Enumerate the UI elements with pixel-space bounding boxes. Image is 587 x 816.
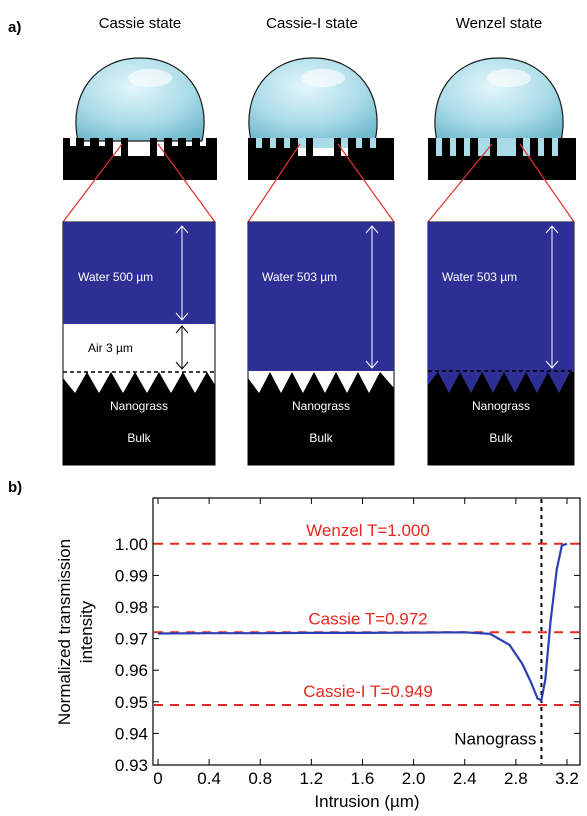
droplet-highlight [487,69,531,87]
reference-line-label: Cassie T=0.972 [308,609,427,628]
x-tick-label: 2.4 [453,769,477,788]
nanograss-label: Nanograss [292,399,350,413]
air-thickness-arrow [175,325,189,370]
water-layer [248,222,394,371]
water-label: Water 503 µm [262,270,337,284]
vertical-marker-label: Nanograss [454,729,536,748]
state-title: Wenzel state [456,15,542,32]
water-thickness-arrow [365,225,379,369]
x-tick-label: 3.2 [555,769,579,788]
x-axis-ticks: 0 0.4 0.8 1.2 1.6 2.0 2.4 2.8 3.2 [153,498,579,788]
y-tick-label: 0.95 [115,693,148,712]
y-tick-label: 0.96 [115,661,148,680]
reference-line-label: Cassie-I T=0.949 [303,682,433,701]
zoom-line-right [519,143,575,223]
nanograss-surface [248,138,394,156]
x-tick-label: 0.8 [248,769,272,788]
y-tick-label: 0.97 [115,630,148,649]
bulk-label: Bulk [489,431,513,445]
water-layer [63,222,215,324]
water-droplet [434,57,564,142]
y-tick-label: 0.98 [115,598,148,617]
zoom-line-left [62,143,123,223]
panel-label-b: b) [8,479,22,496]
droplet-fill-into-gaps [251,138,389,148]
nanograss-surface [63,138,217,156]
cassie-i-state-column: Cassie-I state Water 503 µm Nanograss Bu… [247,15,395,466]
substrate-bulk [428,156,576,180]
substrate-bulk [248,156,394,180]
x-tick-label: 1.6 [351,769,375,788]
y-tick-label: 0.94 [115,724,148,743]
wenzel-state-column: Wenzel state Water 503 µm Nanograss Bulk [427,15,576,466]
water-thickness-arrow [545,225,559,369]
water-droplet [248,57,378,142]
bulk-layer [248,393,394,465]
water-label: Water 500 µm [78,270,153,284]
nanograss-teeth [248,372,394,393]
transmission-chart: 0.93 0.94 0.95 0.96 0.97 0.98 0.99 1.00 0 0.4 0.8… [55,497,581,811]
y-axis-ticks: 0.93 0.94 0.95 0.96 0.97 0.98 0.99 1.00 [115,535,580,775]
air-label: Air 3 µm [88,341,133,355]
bulk-layer [63,393,215,465]
panel-label-a: a) [8,19,21,36]
x-tick-label: 0.4 [197,769,221,788]
x-axis-label: Intrusion (µm) [314,792,419,811]
y-tick-label: 0.99 [115,566,148,585]
droplet-highlight [301,69,345,87]
water-label: Water 503 µm [442,270,517,284]
zoom-line-right [157,143,216,223]
nanograss-marker: Nanograss [454,499,543,764]
y-tick-label: 0.93 [115,756,148,775]
x-tick-label: 2.8 [504,769,528,788]
water-layer [428,222,574,393]
nanograss-teeth [63,372,215,393]
x-tick-label: 0 [153,769,162,788]
x-tick-label: 1.2 [300,769,324,788]
substrate-bulk [63,156,217,180]
water-thickness-arrow [175,225,189,321]
bulk-label: Bulk [127,431,151,445]
x-tick-label: 2.0 [402,769,426,788]
bulk-label: Bulk [309,431,333,445]
zoom-line-left [427,143,493,223]
nanograss-label: Nanograss [110,399,168,413]
cassie-state-column: Cassie state Water 500 µm Air 3 µm Nanog… [62,15,217,466]
series-line [157,542,568,702]
plot-area-frame [152,497,581,766]
zoom-line-left [247,143,301,223]
water-droplet [75,57,205,142]
nanograss-surface [428,138,576,156]
series-group [157,542,568,702]
nanograss-label: Nanograss [472,399,530,413]
zoom-line-right [337,143,395,223]
state-title: Cassie-I state [266,15,358,32]
state-title: Cassie state [99,15,182,32]
reference-line-label: Wenzel T=1.000 [306,521,430,540]
droplet-highlight [128,69,172,87]
y-tick-label: 1.00 [115,535,148,554]
